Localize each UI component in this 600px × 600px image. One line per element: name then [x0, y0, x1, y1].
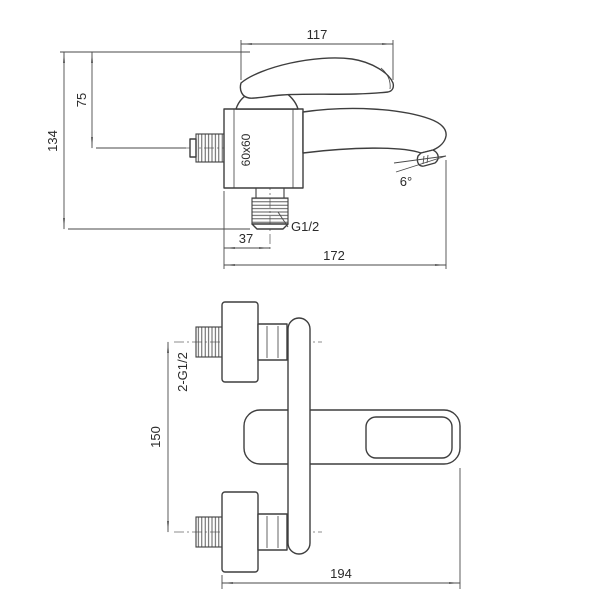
lower-nut: [257, 513, 288, 551]
spout-angle-label: 6°: [400, 174, 412, 189]
body-section-label: 60x60: [239, 133, 253, 166]
dim-134: 134: [45, 51, 250, 230]
dim-75: 75: [60, 51, 250, 149]
dim-194-label: 194: [330, 566, 352, 581]
dim-172-label: 172: [323, 248, 345, 263]
dim-117: 117: [240, 27, 394, 80]
lever-paddle-top: [365, 416, 453, 459]
dim-37-label: 37: [239, 231, 253, 246]
dim-150-label: 150: [148, 426, 163, 448]
side-view: 117 75 134 60x60 6° G1/2: [45, 27, 447, 269]
spout-angle: 6°: [393, 155, 447, 189]
dim-75-label: 75: [74, 93, 89, 107]
inlet-thread-tip: [189, 138, 197, 158]
angle-line: [395, 155, 447, 173]
upper-flange: [221, 301, 259, 383]
faucet-body: [223, 108, 304, 189]
dim-172: 172: [223, 160, 447, 269]
aerator-line: [422, 155, 425, 165]
outlet-thread-body: [251, 197, 289, 225]
leader-line: [277, 211, 289, 228]
upper-wall-connection: [195, 301, 288, 383]
dim-117-label: 117: [307, 27, 328, 42]
body-bar: [287, 317, 311, 555]
outlet-thread-callout: G1/2: [277, 211, 319, 234]
lower-inlet-thread: [195, 516, 223, 548]
upper-inlet-thread: [195, 326, 223, 358]
spout: [302, 107, 447, 154]
inlet-thread: [189, 133, 225, 163]
inlet-thread-body: [195, 133, 225, 163]
plan-view: 2-G1/2 150 194: [148, 301, 461, 589]
dim-37: 37: [223, 191, 271, 269]
lower-flange: [221, 491, 259, 573]
outlet-thread-cap: [251, 223, 289, 230]
upper-nut: [257, 323, 288, 361]
dim-134-label: 134: [45, 130, 60, 152]
angle-line: [393, 155, 447, 164]
lever-handle: [239, 57, 395, 99]
outlet-thread: [251, 188, 289, 230]
inlet-threads-label: 2-G1/2: [175, 352, 190, 392]
dim-194: 194: [221, 468, 461, 589]
dim-150: 150: [148, 341, 169, 533]
handle-tip-line: [380, 67, 391, 90]
outlet-thread-label: G1/2: [291, 219, 319, 234]
lower-wall-connection: [195, 491, 288, 573]
